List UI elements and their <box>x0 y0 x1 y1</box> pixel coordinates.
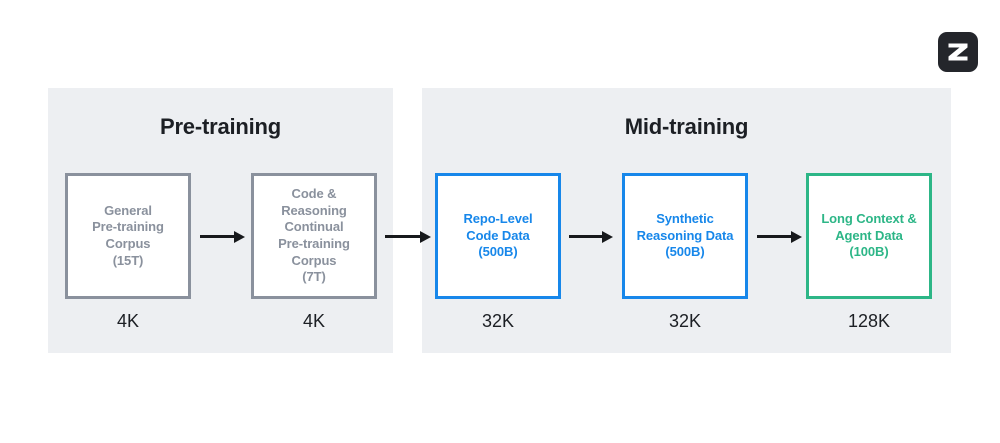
code-reasoning-continual-corpus-box: Code & Reasoning Continual Pre-training … <box>251 173 377 299</box>
repo-level-code-data-box: Repo-Level Code Data (500B) <box>435 173 561 299</box>
synthetic-reasoning-data-box: Synthetic Reasoning Data (500B) <box>622 173 748 299</box>
flow-arrow-icon <box>569 230 613 243</box>
flow-arrow-icon <box>385 230 431 243</box>
box-label: Repo-Level Code Data (500B) <box>463 211 533 260</box>
box-label: Synthetic Reasoning Data (500B) <box>636 211 734 260</box>
box-label: General Pre-training Corpus (15T) <box>92 202 164 268</box>
box-label: Long Context & Agent Data (100B) <box>821 211 917 260</box>
box-label: Code & Reasoning Continual Pre-training … <box>278 186 350 285</box>
context-window-label: 32K <box>668 311 702 331</box>
general-pretraining-corpus-box: General Pre-training Corpus (15T) <box>65 173 191 299</box>
z-logo-icon <box>938 32 978 72</box>
context-window-label: 32K <box>481 311 515 331</box>
flow-arrow-icon <box>200 230 245 243</box>
pretraining-title: Pre-training <box>159 114 282 139</box>
context-window-label: 4K <box>302 311 326 331</box>
long-context-agent-data-box: Long Context & Agent Data (100B) <box>806 173 932 299</box>
z-logo <box>938 32 978 72</box>
midtraining-title: Mid-training <box>624 114 749 139</box>
context-window-label: 4K <box>116 311 140 331</box>
context-window-label: 128K <box>847 311 891 331</box>
flow-arrow-icon <box>757 230 802 243</box>
